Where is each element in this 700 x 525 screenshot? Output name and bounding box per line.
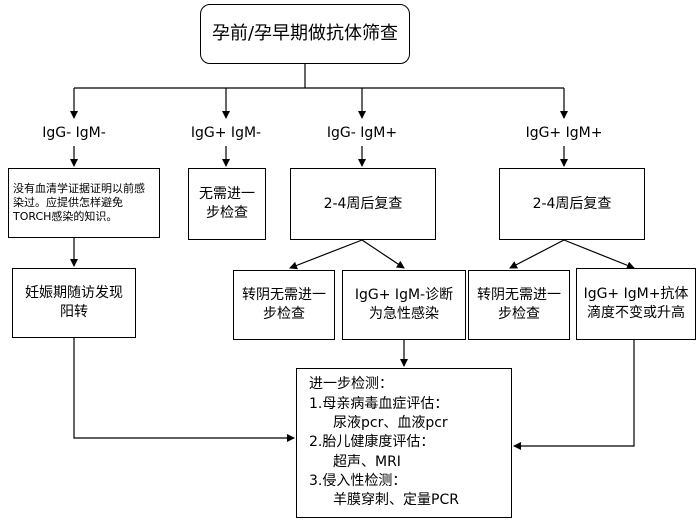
further-tests-item-2: 2.胎儿健康度评估： xyxy=(309,434,435,451)
titer-stable-box: IgG+ IgM+抗体滴度不变或升高 xyxy=(576,268,696,340)
branch-igg-pos-igm-neg: IgG+ IgM- xyxy=(180,119,272,146)
further-tests-heading: 进一步检测： xyxy=(309,376,393,393)
no-further-check-box: 无需进一步检查 xyxy=(188,168,266,240)
further-tests-item-3-detail: 羊膜穿刺、定量PCR xyxy=(333,492,459,509)
branch-igg-pos-igm-pos: IgG+ IgM+ xyxy=(516,119,612,146)
further-tests-item-3: 3.侵入性检测： xyxy=(309,472,407,489)
further-tests-item-1-detail: 尿液pcr、血液pcr xyxy=(333,415,448,432)
no-infection-note-box: 没有血清学证据证明以前感染过。应提供怎样避免TORCH感染的知识。 xyxy=(8,168,160,238)
further-tests-box: 进一步检测： 1.母亲病毒血症评估： 尿液pcr、血液pcr 2.胎儿健康度评估… xyxy=(296,368,512,518)
branch-igg-neg-igm-neg: IgG- IgM- xyxy=(30,119,118,146)
seroconversion-box: 妊娠期随访发现阳转 xyxy=(12,268,136,338)
further-tests-item-1: 1.母亲病毒血症评估： xyxy=(309,395,449,412)
acute-infection-box: IgG+ IgM-诊断为急性感染 xyxy=(342,270,466,340)
further-tests-item-2-detail: 超声、MRI xyxy=(333,453,401,470)
recheck-box-both-positive: 2-4周后复查 xyxy=(499,168,645,240)
recheck-box-igm-positive: 2-4周后复查 xyxy=(290,168,436,240)
branch-igg-neg-igm-pos: IgG- IgM+ xyxy=(316,119,408,146)
convert-negative-box-a: 转阴无需进一步检查 xyxy=(233,270,335,340)
flowchart-title: 孕前/孕早期做抗体筛查 xyxy=(200,4,410,64)
convert-negative-box-b: 转阴无需进一步检查 xyxy=(468,270,570,340)
